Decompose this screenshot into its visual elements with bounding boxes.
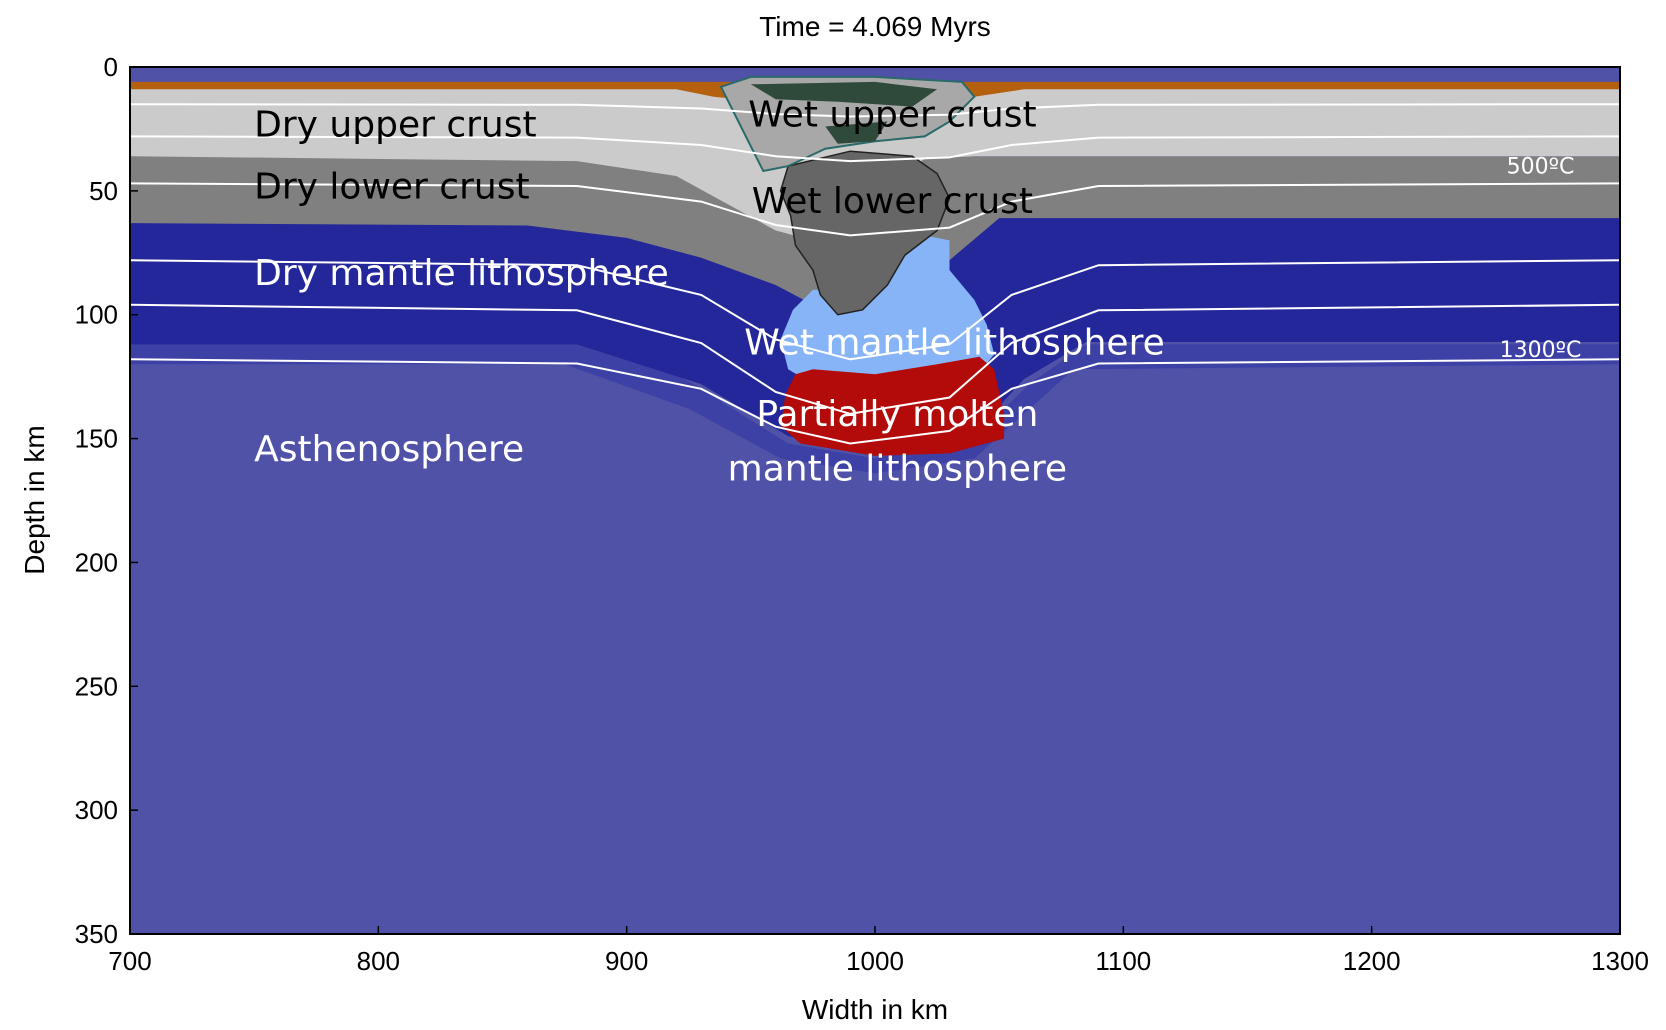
y-tick-label: 300 — [75, 795, 118, 825]
isotherm-line — [130, 103, 1620, 118]
isotherm-label: 500ºC — [1507, 155, 1575, 180]
y-tick-label: 350 — [75, 919, 118, 949]
chart-title: Time = 4.069 Myrs — [759, 11, 991, 42]
wet-lower-crust-region — [779, 150, 951, 316]
y-tick-label: 150 — [75, 424, 118, 454]
plot-area — [130, 67, 1620, 934]
layer-label: Wet lower crust — [752, 181, 1033, 222]
wet-upper-crust-patch — [750, 81, 938, 107]
x-tick-label: 800 — [357, 946, 400, 976]
layer-label: Dry lower crust — [254, 166, 529, 207]
y-tick-label: 50 — [89, 176, 118, 206]
wet-upper-crust-patch — [825, 121, 888, 144]
isotherm-line — [130, 259, 1620, 361]
x-tick-label: 1000 — [846, 946, 904, 976]
layer-map — [130, 67, 1620, 934]
x-tick-label: 1200 — [1343, 946, 1401, 976]
layer-label: Wet mantle lithosphere — [744, 322, 1165, 363]
layer-label: mantle lithosphere — [728, 449, 1067, 490]
isotherm-line — [130, 303, 1620, 415]
y-tick-label: 100 — [75, 300, 118, 330]
isotherm-lines — [130, 103, 1620, 445]
y-tick-label: 200 — [75, 547, 118, 577]
y-tick-label: 250 — [75, 671, 118, 701]
isotherm-line — [130, 358, 1620, 445]
x-tick-label: 1300 — [1591, 946, 1649, 976]
x-tick-label: 1100 — [1095, 946, 1151, 976]
layer-label: Wet upper crust — [748, 94, 1036, 135]
y-axis-label: Depth in km — [19, 425, 50, 574]
lithosphere-transition-band — [130, 314, 1620, 474]
x-axis-label: Width in km — [802, 994, 948, 1025]
y-tick-label: 0 — [104, 52, 118, 82]
layer-label: Dry upper crust — [254, 104, 536, 145]
layer-label: Partially molten — [756, 394, 1038, 435]
wet-mantle-lithosphere-region — [780, 235, 995, 389]
isotherm-line — [130, 182, 1620, 237]
layer-label: Dry mantle lithosphere — [254, 253, 669, 294]
y-axis-ticks: 0 50 100 150 200 250 300 350 — [75, 52, 138, 949]
x-axis-ticks: 700 800 900 1000 1100 1200 1300 — [108, 926, 1649, 976]
isotherm-label: 1300ºC — [1500, 338, 1582, 363]
layer-label: Asthenosphere — [254, 429, 524, 470]
x-tick-label: 700 — [108, 946, 151, 976]
x-tick-label: 900 — [605, 946, 648, 976]
isotherm-line — [130, 135, 1620, 163]
